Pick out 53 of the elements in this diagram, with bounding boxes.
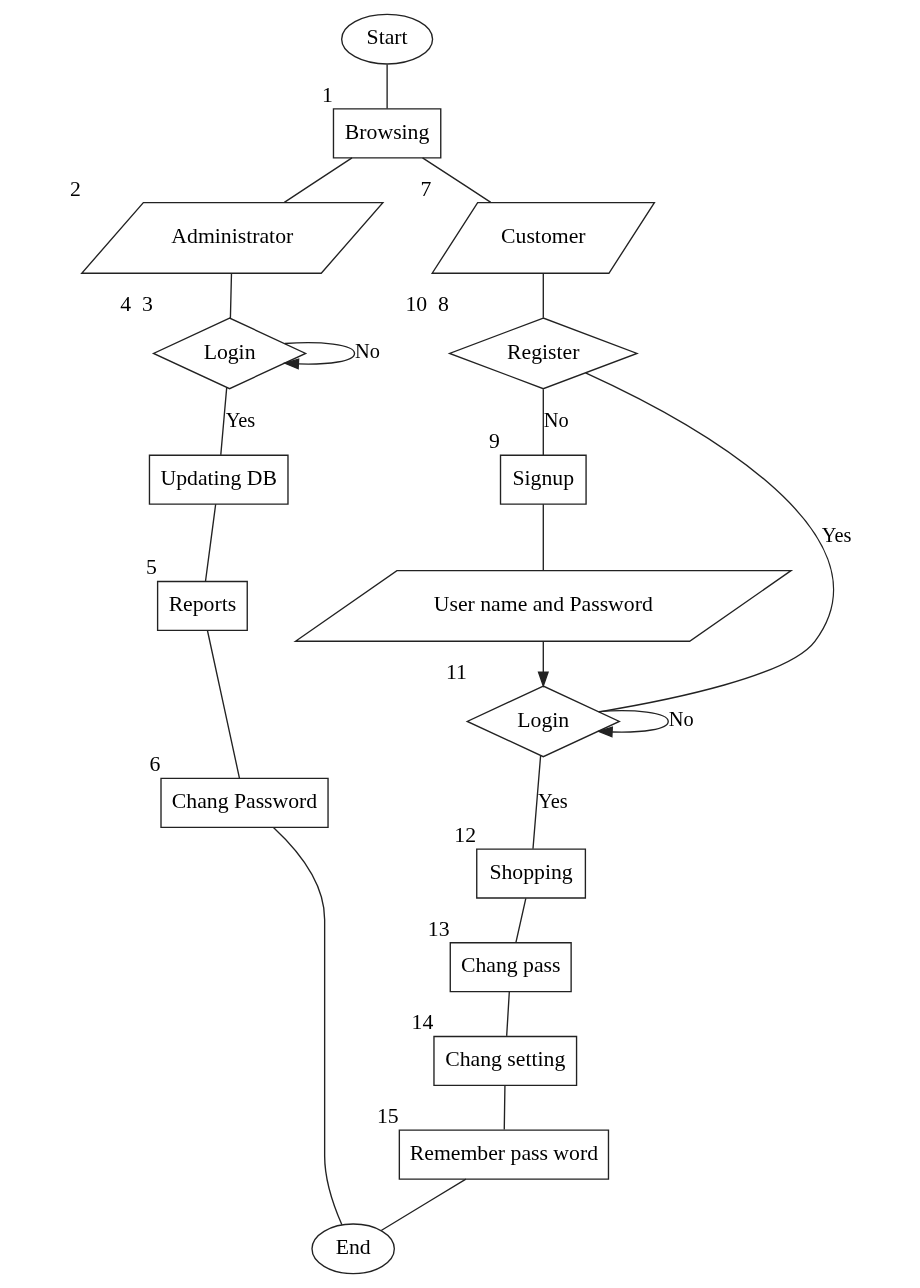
node-box: Signup: [499, 454, 587, 505]
node-ellipse: Start: [340, 13, 433, 65]
connector: [380, 1178, 467, 1232]
connector: [514, 897, 526, 943]
node-label: 13: [427, 916, 450, 941]
node-box: Chang Password: [159, 777, 329, 828]
edge-label: No: [543, 408, 569, 431]
connector: [531, 754, 541, 850]
node-box: Chang pass: [449, 942, 572, 993]
node-label: 2: [69, 176, 81, 201]
node-label: 15: [376, 1104, 399, 1129]
node-box: Browsing: [332, 108, 441, 159]
connector: [421, 157, 491, 204]
node-label: 4 3: [119, 292, 153, 317]
connector: [385, 63, 388, 110]
connector: [505, 991, 510, 1037]
connector: [542, 273, 544, 319]
node-label: 9: [488, 429, 500, 454]
node-diamond: Register: [447, 317, 639, 390]
edge-label: Yes: [225, 408, 255, 431]
node-label: 7: [420, 176, 431, 201]
node-box: Shopping: [475, 848, 586, 899]
node-box: Reports: [156, 580, 248, 632]
node-box: Remember pass word: [398, 1129, 609, 1180]
arrow: [282, 342, 355, 370]
edge-label: No: [668, 708, 694, 731]
node-label: 11: [445, 660, 467, 685]
connector: [272, 826, 343, 1226]
connector: [503, 1085, 506, 1131]
node-label: 14: [411, 1010, 433, 1035]
node-box: Updating DB: [148, 454, 289, 505]
edge-label: No: [354, 340, 380, 363]
node-label: 1: [321, 82, 333, 107]
connector: [584, 372, 834, 713]
node-label: 6: [148, 752, 160, 777]
node-label: 12: [453, 823, 476, 847]
node-diamond: Login: [151, 317, 307, 390]
node-label: 5: [145, 555, 157, 580]
connector: [219, 387, 227, 456]
connector: [204, 503, 216, 583]
node-box: Chang setting: [432, 1035, 577, 1087]
connector: [206, 630, 240, 779]
arrow: [537, 641, 549, 688]
connector: [542, 388, 544, 456]
connector: [229, 273, 232, 319]
node-ellipse: End: [310, 1223, 395, 1275]
node-label: 10 8: [404, 292, 449, 317]
connector: [283, 157, 353, 204]
connector: [542, 503, 544, 571]
edge-label: Yes: [821, 524, 851, 547]
arrow: [596, 710, 669, 738]
edge-label: Yes: [537, 789, 568, 812]
node-diamond: Login: [465, 685, 621, 758]
